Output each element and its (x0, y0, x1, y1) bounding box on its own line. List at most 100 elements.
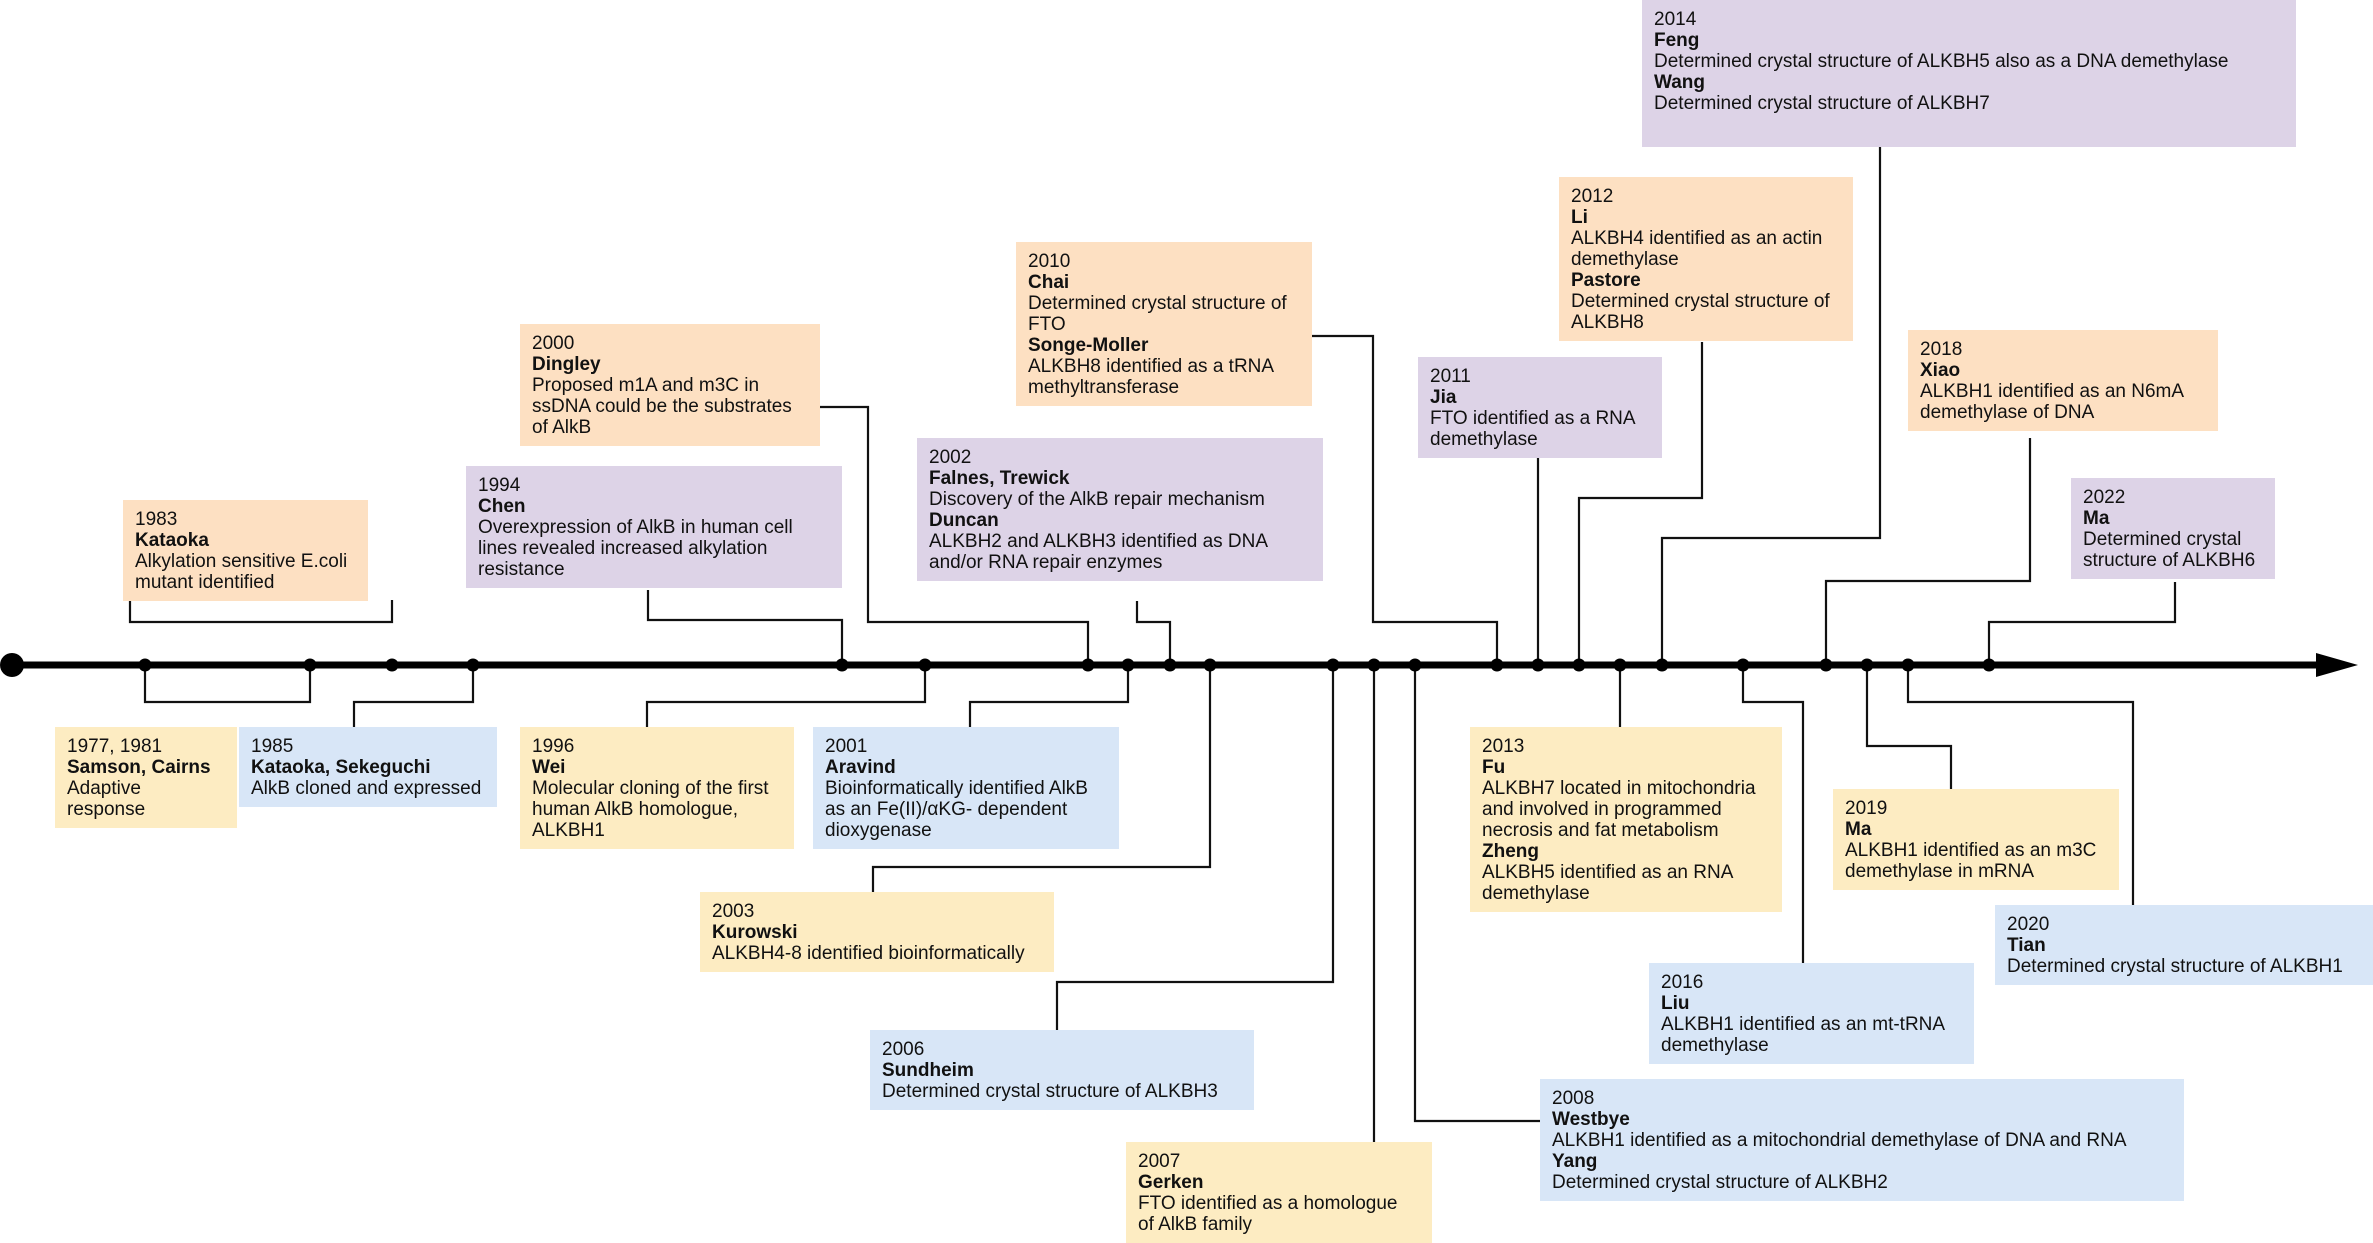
event-text: Discovery of the AlkB repair mechanism (929, 489, 1265, 510)
event-text: FTO identified as a homologue of AlkB fa… (1138, 1193, 1398, 1235)
event-year: 2002 (929, 447, 972, 468)
event-year: 2001 (825, 736, 868, 757)
connector-1983 (128, 600, 394, 624)
connector-2008 (1413, 662, 1540, 1123)
event-box-2003: 2003 Kurowski ALKBH4-8 identified bioinf… (700, 892, 1054, 972)
event-author: Yang (1552, 1151, 1598, 1172)
event-author: Jia (1430, 387, 1457, 408)
event-year: 1983 (135, 509, 178, 530)
event-year: 1977, 1981 (67, 736, 163, 757)
event-box-1977: 1977, 1981 Samson, Cairns Adaptive respo… (55, 727, 237, 828)
event-year: 2000 (532, 333, 575, 354)
event-text: ALKBH7 located in mitochondria and invol… (1482, 778, 1756, 841)
event-author: Kataoka, Sekeguchi (251, 757, 431, 778)
event-text: Determined crystal structure of ALKBH2 (1552, 1172, 1888, 1193)
connector-1985 (352, 662, 475, 727)
event-year: 2016 (1661, 972, 1704, 993)
event-author: Ma (1845, 819, 1872, 840)
event-author: Kurowski (712, 922, 798, 943)
event-author: Fu (1482, 757, 1506, 778)
event-year: 2011 (1430, 366, 1471, 387)
connector-2018 (1824, 438, 2032, 662)
event-author: Duncan (929, 510, 999, 531)
timeline-dots (138, 658, 1996, 672)
event-text: Determined crystal structure of ALKBH3 (882, 1081, 1218, 1102)
event-author: Tian (2007, 935, 2046, 956)
event-year: 2019 (1845, 798, 1888, 819)
event-author: Xiao (1920, 360, 1961, 381)
event-text: ALKBH4 identified as an actin demethylas… (1571, 228, 1823, 270)
event-text: ALKBH5 identified as an RNA demethylase (1482, 862, 1733, 904)
event-text: ALKBH1 identified as an m3C demethylase … (1845, 840, 2097, 882)
connector-2014 (1660, 147, 1882, 662)
event-box-2019: 2019 Ma ALKBH1 identified as an m3C deme… (1833, 789, 2119, 890)
event-author: Falnes, Trewick (929, 468, 1070, 489)
event-box-2016: 2016 Liu ALKBH1 identified as an mt-tRNA… (1649, 963, 1974, 1064)
event-text: Overexpression of AlkB in human cell lin… (478, 517, 793, 580)
connector-2006 (1055, 662, 1335, 1030)
event-box-1994: 1994 Chen Overexpression of AlkB in huma… (466, 466, 842, 588)
connector-2012 (1577, 342, 1704, 662)
connector-2000 (820, 405, 1090, 662)
event-box-2006: 2006 Sundheim Determined crystal structu… (870, 1030, 1254, 1110)
event-author: Westbye (1552, 1109, 1630, 1130)
event-text: ALKBH8 identified as a tRNA methyltransf… (1028, 356, 1274, 398)
event-text: ALKBH1 identified as an N6mA demethylase… (1920, 381, 2183, 423)
event-box-2007: 2007 Gerken FTO identified as a homologu… (1126, 1142, 1432, 1243)
event-year: 1985 (251, 736, 294, 757)
event-box-2008: 2008 Westbye ALKBH1 identified as a mito… (1540, 1079, 2184, 1201)
event-author: Gerken (1138, 1172, 1204, 1193)
event-text: Determined crystal structure of ALKBH6 (2083, 529, 2256, 571)
event-box-2012: 2012 Li ALKBH4 identified as an actin de… (1559, 177, 1853, 341)
event-author: Chen (478, 496, 526, 517)
event-author: Wei (532, 757, 566, 778)
event-box-2000: 2000 Dingley Proposed m1A and m3C in ssD… (520, 324, 820, 446)
event-author: Li (1571, 207, 1588, 228)
event-author: Chai (1028, 272, 1070, 293)
event-year: 2007 (1138, 1151, 1181, 1172)
event-year: 2006 (882, 1039, 925, 1060)
event-box-2020: 2020 Tian Determined crystal structure o… (1995, 905, 2373, 985)
event-text: Proposed m1A and m3C in ssDNA could be t… (532, 375, 792, 438)
connector-2019 (1865, 662, 1953, 789)
event-author: Wang (1654, 72, 1706, 93)
event-year: 1996 (532, 736, 575, 757)
event-text: Alkylation sensitive E.coli mutant ident… (135, 551, 348, 593)
event-box-2001: 2001 Aravind Bioinformatically identifie… (813, 727, 1119, 849)
event-year: 2020 (2007, 914, 2050, 935)
event-box-2002: 2002 Falnes, Trewick Discovery of the Al… (917, 438, 1323, 581)
event-author: Sundheim (882, 1060, 974, 1081)
event-year: 2012 (1571, 186, 1614, 207)
event-author: Liu (1661, 993, 1690, 1014)
event-year: 2010 (1028, 251, 1071, 272)
event-text: Determined crystal structure of ALKBH8 (1571, 291, 1830, 333)
event-year: 2003 (712, 901, 755, 922)
event-text: Determined crystal structure of FTO (1028, 293, 1287, 335)
event-year: 1994 (478, 475, 521, 496)
connector-1996 (645, 662, 927, 727)
connector-2001 (968, 662, 1130, 727)
event-text: ALKBH1 identified as a mitochondrial dem… (1552, 1130, 2127, 1151)
event-author: Songe-Moller (1028, 335, 1149, 356)
connector-1994 (646, 590, 844, 662)
event-text: AlkB cloned and expressed (251, 778, 482, 799)
event-box-2022: 2022 Ma Determined crystal structure of … (2071, 478, 2275, 579)
event-text: Determined crystal structure of ALKBH7 (1654, 93, 1990, 114)
event-text: Determined crystal structure of ALKBH1 (2007, 956, 2343, 977)
event-text: Molecular cloning of the first human Alk… (532, 778, 769, 841)
event-box-1983: 1983 Kataoka Alkylation sensitive E.coli… (123, 500, 368, 601)
event-author: Pastore (1571, 270, 1641, 291)
event-text: FTO identified as a RNA demethylase (1430, 408, 1635, 450)
event-author: Zheng (1482, 841, 1539, 862)
event-year: 2013 (1482, 736, 1525, 757)
event-text: ALKBH4-8 identified bioinformatically (712, 943, 1025, 964)
connector-2002 (1135, 601, 1172, 662)
event-box-2013: 2013 Fu ALKBH7 located in mitochondria a… (1470, 727, 1782, 912)
event-author: Aravind (825, 757, 896, 778)
event-text: ALKBH1 identified as an mt-tRNA demethyl… (1661, 1014, 1945, 1056)
connector-2010 (1312, 334, 1499, 662)
event-text: Bioinformatically identified AlkB as an … (825, 778, 1088, 841)
connector-2016 (1741, 662, 1805, 963)
event-year: 2014 (1654, 9, 1697, 30)
event-box-2011: 2011 Jia FTO identified as a RNA demethy… (1418, 357, 1662, 458)
